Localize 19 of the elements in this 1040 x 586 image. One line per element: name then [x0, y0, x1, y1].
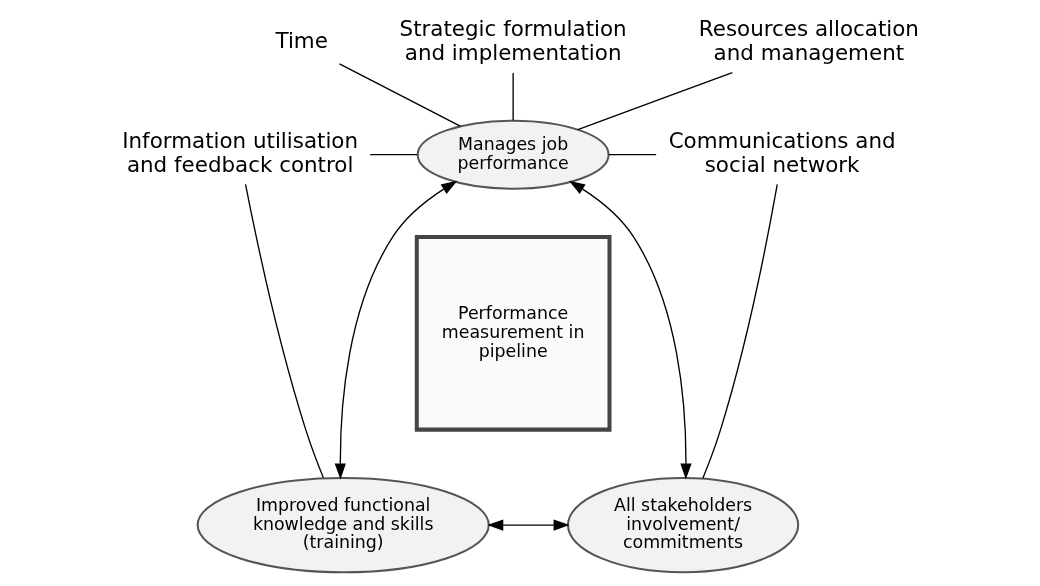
- arrow: [486, 519, 570, 531]
- node-text: Information utilisation and feedback control: [121, 127, 358, 177]
- node-ellipse: All stakeholders involvement/ commitments: [566, 477, 799, 574]
- connector: [244, 183, 324, 479]
- node-ellipse: Improved functional knowledge and skills (training): [196, 477, 490, 574]
- node-box: Performance measurement in pipeline: [414, 234, 611, 432]
- connector: [511, 72, 514, 121]
- node-text: Resources allocation and management: [698, 16, 919, 66]
- connector: [369, 154, 418, 156]
- connector: [576, 71, 733, 131]
- node-text: Time: [275, 28, 328, 54]
- connector: [338, 63, 461, 127]
- arrow: [334, 180, 457, 480]
- arrow: [568, 180, 692, 480]
- node-text: Communications and social network: [668, 127, 896, 177]
- node-ellipse: Manages job performance: [416, 119, 610, 190]
- connector: [607, 154, 657, 156]
- node-text: Strategic formulation and implementation: [399, 16, 627, 66]
- connector: [701, 183, 778, 479]
